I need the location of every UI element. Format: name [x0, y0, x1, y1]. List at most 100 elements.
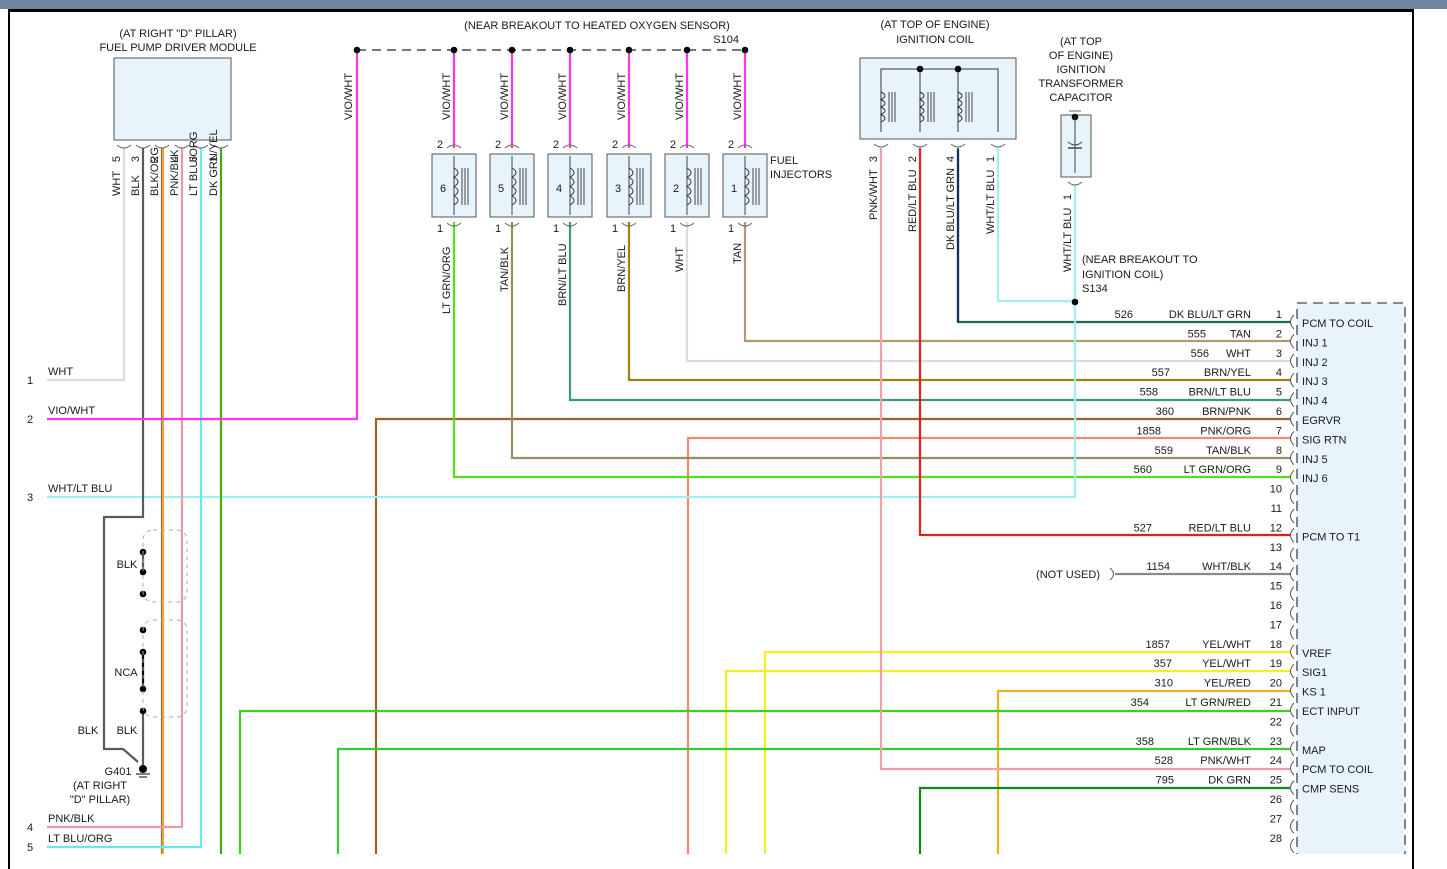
injector-pin-number: 2: [437, 139, 443, 151]
wire-557: [627, 222, 1290, 382]
injector-top-wire-label: VIO/WHT: [732, 73, 744, 120]
pcm-pin-connector: [1290, 314, 1295, 330]
pcm-pin-connector: [1290, 625, 1295, 640]
pcm-pin-connector: [1290, 450, 1295, 466]
capacitor-label: OF ENGINE): [1049, 50, 1113, 62]
ground-splice-dot: [139, 568, 147, 576]
pcm-pin-number: 1: [1276, 309, 1282, 321]
ground-splice-dot: [139, 707, 147, 715]
injector-top-wire-label: VIO/WHT: [441, 73, 453, 120]
ground-blk-label: BLK: [117, 559, 138, 571]
injector-number: 3: [615, 183, 621, 195]
coil-winding-icon: [453, 167, 459, 206]
wire-wht-lt-blu: [47, 302, 1077, 499]
pcm-pin-function: KS 1: [1302, 687, 1326, 699]
pcm-pin-function: EGRVR: [1302, 415, 1341, 427]
coil-pin-connector: [990, 143, 1006, 148]
diagram-frame: [8, 9, 1414, 869]
pcm-box: [1297, 303, 1405, 854]
fpdm-pin-connector: [116, 144, 132, 149]
wire-coil-pin1: [996, 148, 1075, 303]
injector-pin-connector: [446, 222, 462, 227]
splice-s104-dot: [353, 46, 361, 54]
injector-pin-number: 2: [670, 139, 676, 151]
ground-id: G401: [105, 766, 132, 778]
coil-winding-icon: [686, 167, 692, 206]
wire-558: [568, 222, 1290, 402]
injector-pin-number: 1: [728, 223, 734, 235]
pcm-wire-color-label: WHT/BLK: [1202, 561, 1252, 573]
pcm-pin-connector: [1290, 528, 1295, 543]
wire-526: [956, 148, 1290, 324]
left-connector-pin-number: 5: [27, 842, 33, 854]
wire-fpdm-lt-blu-org: [47, 148, 203, 849]
not-used-label: (NOT USED): [1036, 569, 1100, 581]
ground-nca-label: NCA: [114, 667, 138, 679]
pcm-pin-number: 13: [1270, 542, 1282, 554]
wire-310: [996, 689, 1290, 854]
pcm-pin-function: CMP SENS: [1302, 784, 1359, 796]
left-connector-wire-label: WHT: [48, 366, 73, 378]
pcm-pin-connector: [1290, 760, 1295, 776]
injector-pin-connector: [562, 144, 578, 149]
pcm-wire-color-label: TAN/BLK: [1206, 445, 1252, 457]
ground-icon: [139, 765, 147, 773]
injector-pin-number: 1: [437, 223, 443, 235]
left-connector-wire-label: VIO/WHT: [48, 405, 95, 417]
injector-pin-connector: [621, 144, 637, 149]
injector-number: 5: [498, 183, 504, 195]
ignition-coil-location: (AT TOP OF ENGINE): [880, 19, 989, 31]
pcm-pin-function: PCM TO COIL: [1302, 764, 1373, 776]
pcm-wire-color-label: DK GRN: [1208, 775, 1251, 787]
fpdm-pin-connector: [174, 144, 190, 149]
pcm-pin-connector: [1290, 819, 1295, 834]
ignition-coil-box: [859, 57, 1017, 140]
wire-528: [879, 148, 1290, 771]
pcm-circuit-number: 560: [1134, 464, 1152, 476]
pcm-circuit-number: 354: [1131, 697, 1149, 709]
pcm-wire-color-label: RED/LT BLU: [1188, 522, 1251, 534]
capacitor-pin-connector: [1067, 181, 1083, 186]
splice-s104-dot: [625, 46, 633, 54]
fpdm-pin-number: 6: [188, 156, 200, 162]
coil-pin-number: 4: [945, 156, 957, 162]
pcm-pin-connector: [1290, 547, 1295, 563]
wire-795: [918, 786, 1290, 854]
pcm-pin-connector: [1290, 431, 1295, 446]
pcm-pin-number: 8: [1276, 445, 1282, 457]
pcm-pin-number: 22: [1270, 716, 1282, 728]
pcm-pin-function: INJ 3: [1302, 376, 1328, 388]
capacitor-box: [1060, 114, 1092, 178]
pcm-wire-color-label: YEL/RED: [1204, 678, 1251, 690]
injector-pin-number: 1: [495, 223, 501, 235]
pcm-pin-connector: [1290, 411, 1295, 427]
fpdm-pin-connector: [193, 144, 209, 149]
injector-pin-number: 1: [612, 223, 618, 235]
pcm-circuit-number: 360: [1156, 406, 1174, 418]
pcm-pin-function: INJ 4: [1302, 396, 1328, 408]
wire-354: [238, 709, 1290, 854]
injector-pin-connector: [737, 222, 753, 227]
fuel-pump-module-location: (AT RIGHT "D" PILLAR): [119, 28, 236, 40]
pcm-wire-color-label: TAN: [1230, 328, 1251, 340]
injector-pin-connector: [679, 144, 695, 149]
pcm-pin-connector: [1290, 741, 1295, 757]
pcm-pin-number: 28: [1270, 833, 1282, 845]
coil-wire-label: PNK/WHT: [868, 169, 880, 220]
pcm-wire-color-label: LT GRN/BLK: [1188, 736, 1252, 748]
splice-s134-dot: [1071, 298, 1079, 306]
coil-junction-dot: [916, 65, 924, 73]
pcm-wire-color-label: BRN/LT BLU: [1188, 387, 1251, 399]
ground-splice-dot: [139, 685, 147, 693]
pcm-pin-connector: [1290, 780, 1295, 795]
pcm-circuit-number: 526: [1115, 309, 1133, 321]
pcm-pin-connector: [1290, 372, 1295, 388]
splice-s104-dot: [508, 46, 516, 54]
coil-pin-number: 3: [868, 156, 880, 162]
coil-pin-connector: [912, 143, 928, 148]
pcm-circuit-number: 1858: [1137, 425, 1161, 437]
capacitor-pin-number: 1: [1062, 194, 1074, 200]
pcm-wire-color-label: PNK/WHT: [1200, 755, 1251, 767]
fpdm-pin-number: 3: [130, 156, 142, 162]
